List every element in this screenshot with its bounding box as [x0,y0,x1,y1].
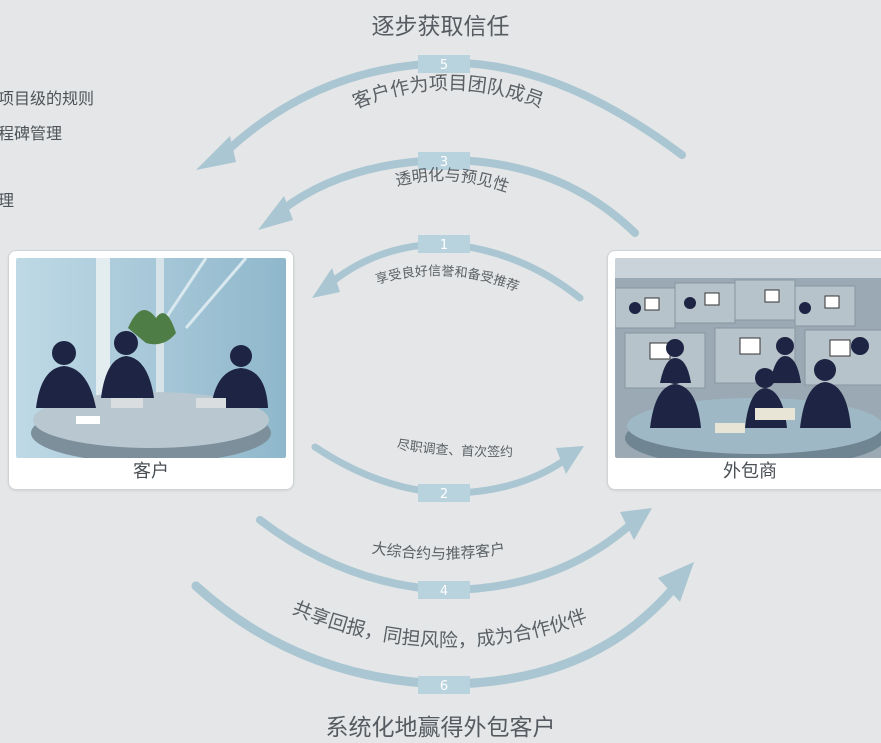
left-fragment-3: 理 [0,191,15,210]
bottom-title: 系统化地赢得外包客户 [325,715,556,741]
badge-4: 4 [418,581,470,599]
top-title: 逐步获取信任 [371,14,510,40]
arrow-4-label: 大综合约与推荐客户 [371,539,507,563]
badge-3: 3 [418,152,470,170]
client-label: 客户 [133,461,169,482]
badge-5-number: 5 [440,58,448,73]
left-fragment-2: 程碑管理 [0,124,63,143]
arrow-3-label: 透明化与预见性 [394,165,512,196]
client-meeting-image [16,258,286,458]
left-fragment-1: 项目级的规则 [0,89,95,108]
badge-5: 5 [418,55,470,73]
badge-1-number: 1 [440,238,448,253]
vendor-label: 外包商 [723,461,777,482]
badge-3-number: 3 [440,155,448,170]
client-card: 客户 [8,250,294,490]
arrow-2-label: 尽职调查、首次签约 [396,438,513,460]
badge-6-number: 6 [440,679,448,694]
vendor-card: 外包商 [607,250,881,490]
vendor-office-image [615,258,881,458]
badge-6: 6 [418,676,470,694]
badge-2-number: 2 [440,487,448,502]
arrow-6 [191,562,694,689]
arrow-1-label: 享受良好信誉和备受推荐 [374,264,521,295]
badge-2: 2 [418,484,470,502]
arrow-5-label: 客户作为项目团队成员 [350,72,547,113]
badge-4-number: 4 [440,584,448,599]
badge-1: 1 [418,235,470,253]
arrow-6-label: 共享回报，同担风险，成为合作伙伴 [290,597,590,652]
